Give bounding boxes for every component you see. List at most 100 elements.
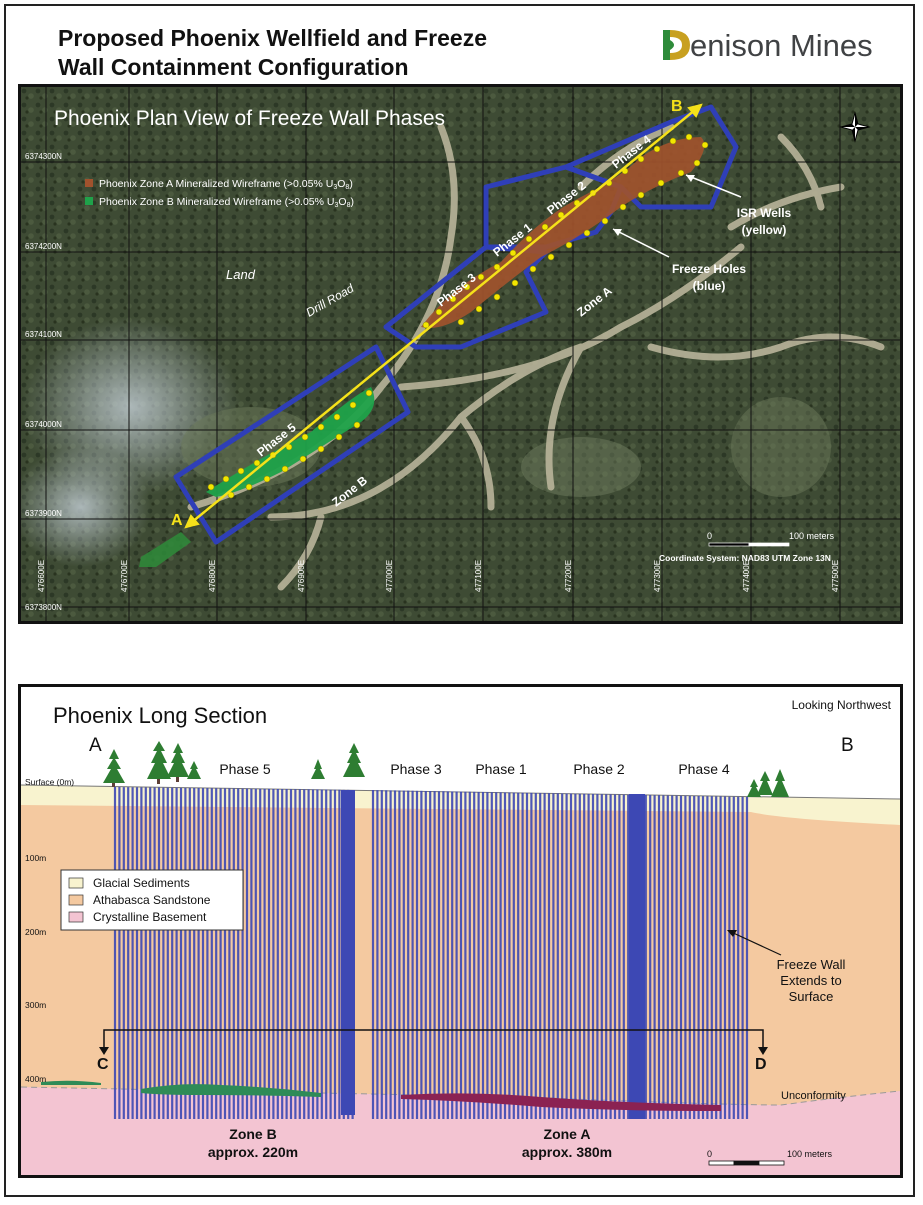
scale-distance-label: 100 meters bbox=[789, 531, 835, 541]
tree-icon bbox=[343, 743, 365, 777]
zone-b-swatch bbox=[85, 197, 93, 205]
unconformity-label: Unconformity bbox=[781, 1090, 846, 1102]
logo-mark-icon bbox=[663, 30, 690, 60]
section-line-a-b bbox=[184, 103, 703, 529]
freeze-holes-callout: Freeze Holes (blue) bbox=[612, 228, 746, 293]
plan-view-map: 6374300N 6374200N 6374100N 6374000N 6373… bbox=[18, 84, 903, 624]
zone-a-label: Zone A bbox=[544, 1126, 591, 1142]
zone-b-label: Zone B bbox=[229, 1126, 276, 1142]
tree-icon bbox=[103, 749, 125, 787]
long-section: Phoenix Long Section Looking Northwest A… bbox=[18, 684, 903, 1178]
section-end-d: D bbox=[755, 1056, 767, 1073]
unconformity-line bbox=[21, 1086, 900, 1106]
phase-2-label: Phase 2 bbox=[573, 761, 625, 777]
section-end-b: B bbox=[671, 98, 683, 115]
land-label: Land bbox=[226, 267, 256, 282]
logo-text: enison Mines bbox=[690, 28, 873, 63]
easting-label: 476900E bbox=[297, 560, 306, 592]
easting-label: 476700E bbox=[120, 560, 129, 592]
easting-label: 477100E bbox=[474, 560, 483, 592]
geology-legend: Glacial Sediments Athabasca Sandstone Cr… bbox=[60, 869, 244, 931]
freeze-holes-label: Freeze Holes bbox=[672, 262, 746, 276]
freeze-pipe-band bbox=[629, 794, 645, 1119]
isr-wells bbox=[207, 133, 709, 499]
zone-a-swatch bbox=[85, 179, 93, 187]
freeze-pipe-band bbox=[341, 790, 355, 1115]
freeze-holes-sublabel: (blue) bbox=[693, 279, 726, 293]
phase-3-label: Phase 3 bbox=[390, 761, 442, 777]
freeze-pipes-zone-b bbox=[113, 787, 355, 1119]
scale-distance-label: 100 meters bbox=[787, 1149, 833, 1159]
easting-label: 476600E bbox=[37, 560, 46, 592]
plan-scale-bar: 0 100 meters Coordinate System: NAD83 UT… bbox=[659, 531, 835, 563]
phase-4-label: Phase 4 bbox=[678, 761, 730, 777]
plan-view-svg: 6374300N 6374200N 6374100N 6374000N 6373… bbox=[21, 87, 900, 621]
zone-b-extension bbox=[139, 532, 191, 567]
easting-label: 477300E bbox=[653, 560, 662, 592]
zone-a-orebody bbox=[421, 137, 705, 328]
denison-logo: enison Mines bbox=[660, 26, 890, 66]
utm-grid bbox=[21, 87, 900, 621]
freeze-pipes-zone-a bbox=[371, 790, 749, 1119]
depth-label: 100m bbox=[25, 853, 46, 863]
freeze-wall-note-2: Extends to bbox=[780, 973, 841, 988]
orientation-label: Looking Northwest bbox=[792, 698, 892, 712]
zone-a-ore-lens bbox=[401, 1093, 721, 1111]
depth-label: 400m bbox=[25, 1074, 46, 1084]
depth-labels: Surface (0m) 100m 200m 300m 400m bbox=[25, 777, 74, 1084]
freeze-wall-note-3: Surface bbox=[789, 989, 834, 1004]
zone-b-orebody bbox=[206, 387, 375, 497]
section-end-b: B bbox=[841, 735, 854, 756]
section-end-a: A bbox=[89, 735, 102, 756]
easting-label: 476800E bbox=[208, 560, 217, 592]
section-end-a: A bbox=[171, 512, 183, 529]
northing-label: 6374300N bbox=[25, 152, 62, 161]
scale-zero-label: 0 bbox=[707, 531, 712, 541]
crystalline-basement-swatch bbox=[68, 911, 84, 923]
freeze-wall-phase-5 bbox=[173, 344, 411, 545]
tree-icon bbox=[771, 769, 789, 797]
easting-label: 477500E bbox=[831, 560, 840, 592]
depth-label: Surface (0m) bbox=[25, 777, 74, 787]
plan-view-title: Phoenix Plan View of Freeze Wall Phases bbox=[54, 107, 445, 130]
athabasca-sandstone-swatch bbox=[68, 894, 84, 906]
northing-labels: 6374300N 6374200N 6374100N 6374000N 6373… bbox=[25, 152, 62, 612]
glacial-sediments-label: Glacial Sediments bbox=[93, 876, 190, 890]
freeze-wall-note-1: Freeze Wall bbox=[777, 957, 846, 972]
isr-wells-callout: ISR Wells (yellow) bbox=[685, 174, 792, 237]
zone-b-width: approx. 220m bbox=[208, 1144, 298, 1160]
zone-b-legend-label: Phoenix Zone B Mineralized Wireframe (>0… bbox=[99, 196, 354, 209]
northing-label: 6374100N bbox=[25, 330, 62, 339]
isr-wells-sublabel: (yellow) bbox=[742, 223, 787, 237]
easting-label: 477200E bbox=[564, 560, 573, 592]
northing-label: 6373900N bbox=[25, 509, 62, 518]
section-line-c-d: C D bbox=[97, 1029, 768, 1073]
tree-icon bbox=[757, 771, 773, 795]
phase-1-label: Phase 1 bbox=[475, 761, 527, 777]
easting-labels: 476600E 476700E 476800E 476900E 477000E … bbox=[37, 560, 840, 592]
long-section-svg: Phoenix Long Section Looking Northwest A… bbox=[21, 698, 900, 1175]
compass-rose-icon bbox=[839, 111, 871, 143]
long-section-title: Phoenix Long Section bbox=[53, 703, 267, 728]
tree-icon bbox=[311, 759, 325, 779]
section-end-c: C bbox=[97, 1056, 109, 1073]
easting-label: 477000E bbox=[385, 560, 394, 592]
zone-b-ore-lens bbox=[141, 1084, 321, 1097]
northing-label: 6373800N bbox=[25, 603, 62, 612]
title-line-1: Proposed Phoenix Wellfield and Freeze bbox=[58, 25, 488, 51]
tree-icon bbox=[747, 779, 761, 797]
crystalline-basement-label: Crystalline Basement bbox=[93, 910, 207, 924]
title-line-2: Wall Containment Configuration bbox=[58, 54, 409, 80]
glacial-sediments-swatch bbox=[68, 877, 84, 889]
coordinate-system-label: Coordinate System: NAD83 UTM Zone 13N bbox=[659, 553, 831, 563]
page-title: Proposed Phoenix Wellfield and Freeze Wa… bbox=[58, 24, 487, 82]
tree-icon bbox=[167, 743, 189, 782]
phase-5-label: Phase 5 bbox=[219, 761, 271, 777]
northing-label: 6374000N bbox=[25, 420, 62, 429]
northing-label: 6374200N bbox=[25, 242, 62, 251]
zone-a-legend-label: Phoenix Zone A Mineralized Wireframe (>0… bbox=[99, 178, 353, 191]
tree-icon bbox=[147, 741, 171, 784]
athabasca-sandstone-label: Athabasca Sandstone bbox=[93, 893, 211, 907]
isr-wells-label: ISR Wells bbox=[737, 206, 792, 220]
surface-trees bbox=[103, 741, 789, 797]
